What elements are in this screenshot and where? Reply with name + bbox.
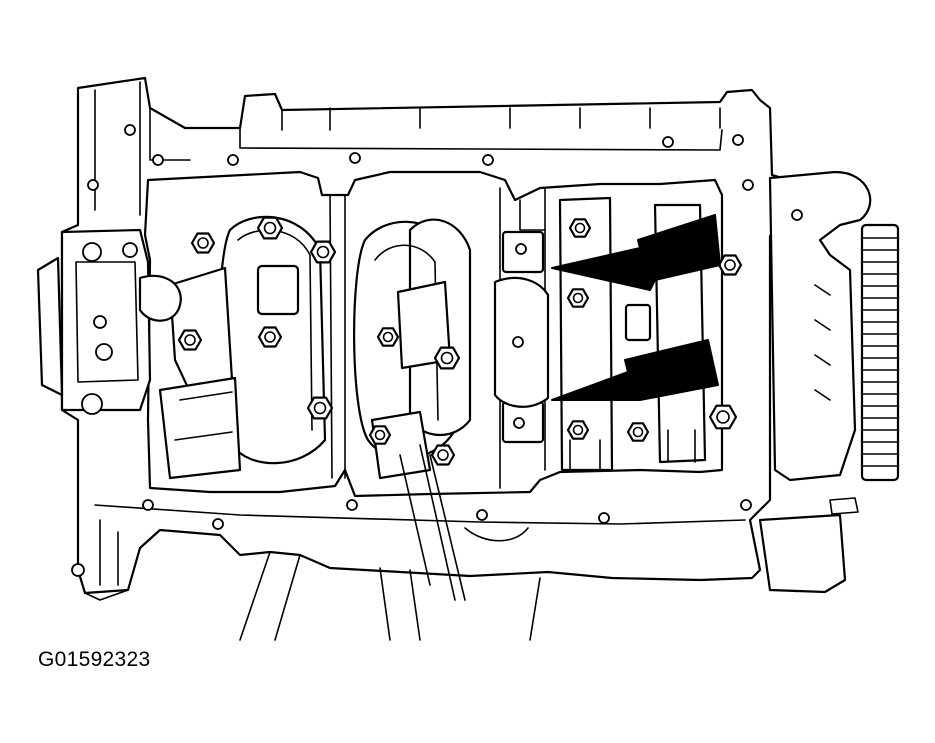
lower-arrow — [551, 339, 719, 401]
pointer-arrows — [551, 214, 721, 401]
figure-id-label: G01592323 — [38, 648, 151, 671]
hex-bolts — [177, 216, 743, 466]
flywheel-ring-gear — [758, 170, 900, 594]
crank-webs-middle — [353, 218, 472, 601]
lower-lines — [239, 527, 541, 641]
block-holes — [71, 124, 803, 577]
upper-arrow — [551, 214, 721, 291]
block-outline — [60, 76, 797, 601]
left-end-cover — [36, 228, 182, 415]
